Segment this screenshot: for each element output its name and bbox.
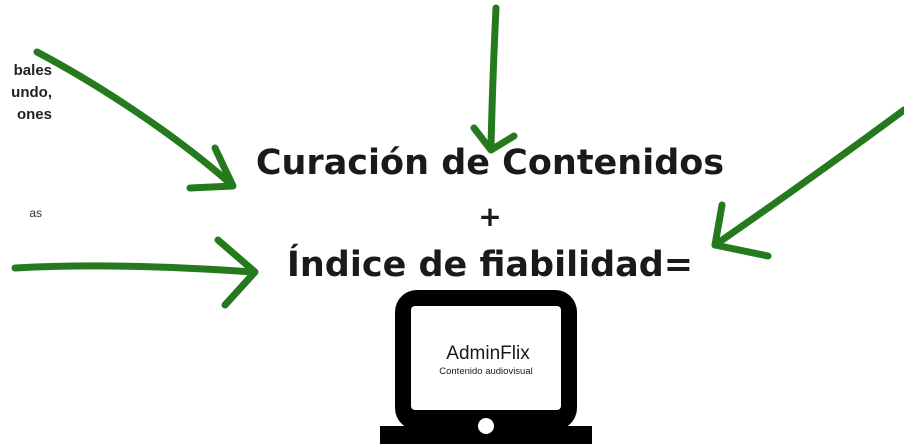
side-text-line-1: bales xyxy=(13,62,52,79)
cropped-side-text: bales undo, ones as xyxy=(0,60,52,220)
laptop-subtitle: Contenido audiovisual xyxy=(439,366,532,377)
laptop-icon: AdminFlix Contenido audiovisual xyxy=(380,290,592,444)
headline-indice: Índice de fiabilidad= xyxy=(286,245,694,285)
arrow-upper-left xyxy=(33,48,236,189)
arrow-middle-left-head xyxy=(214,236,259,309)
arrow-right-head xyxy=(711,201,772,260)
arrow-middle-left xyxy=(11,262,257,276)
laptop-base xyxy=(380,426,592,444)
arrow-upper-left-head xyxy=(186,144,237,192)
arrow-right xyxy=(711,106,904,249)
laptop-title: AdminFlix xyxy=(446,343,530,364)
side-text-line-3: ones xyxy=(16,106,52,123)
side-text-small: as xyxy=(29,206,42,220)
plus-sign: + xyxy=(478,200,502,233)
laptop-camera-dot xyxy=(478,418,494,434)
arrow-top-center xyxy=(487,4,500,152)
arrow-top-center-head xyxy=(470,124,518,154)
side-text-line-2: undo, xyxy=(11,84,52,101)
laptop-screen xyxy=(411,306,561,410)
